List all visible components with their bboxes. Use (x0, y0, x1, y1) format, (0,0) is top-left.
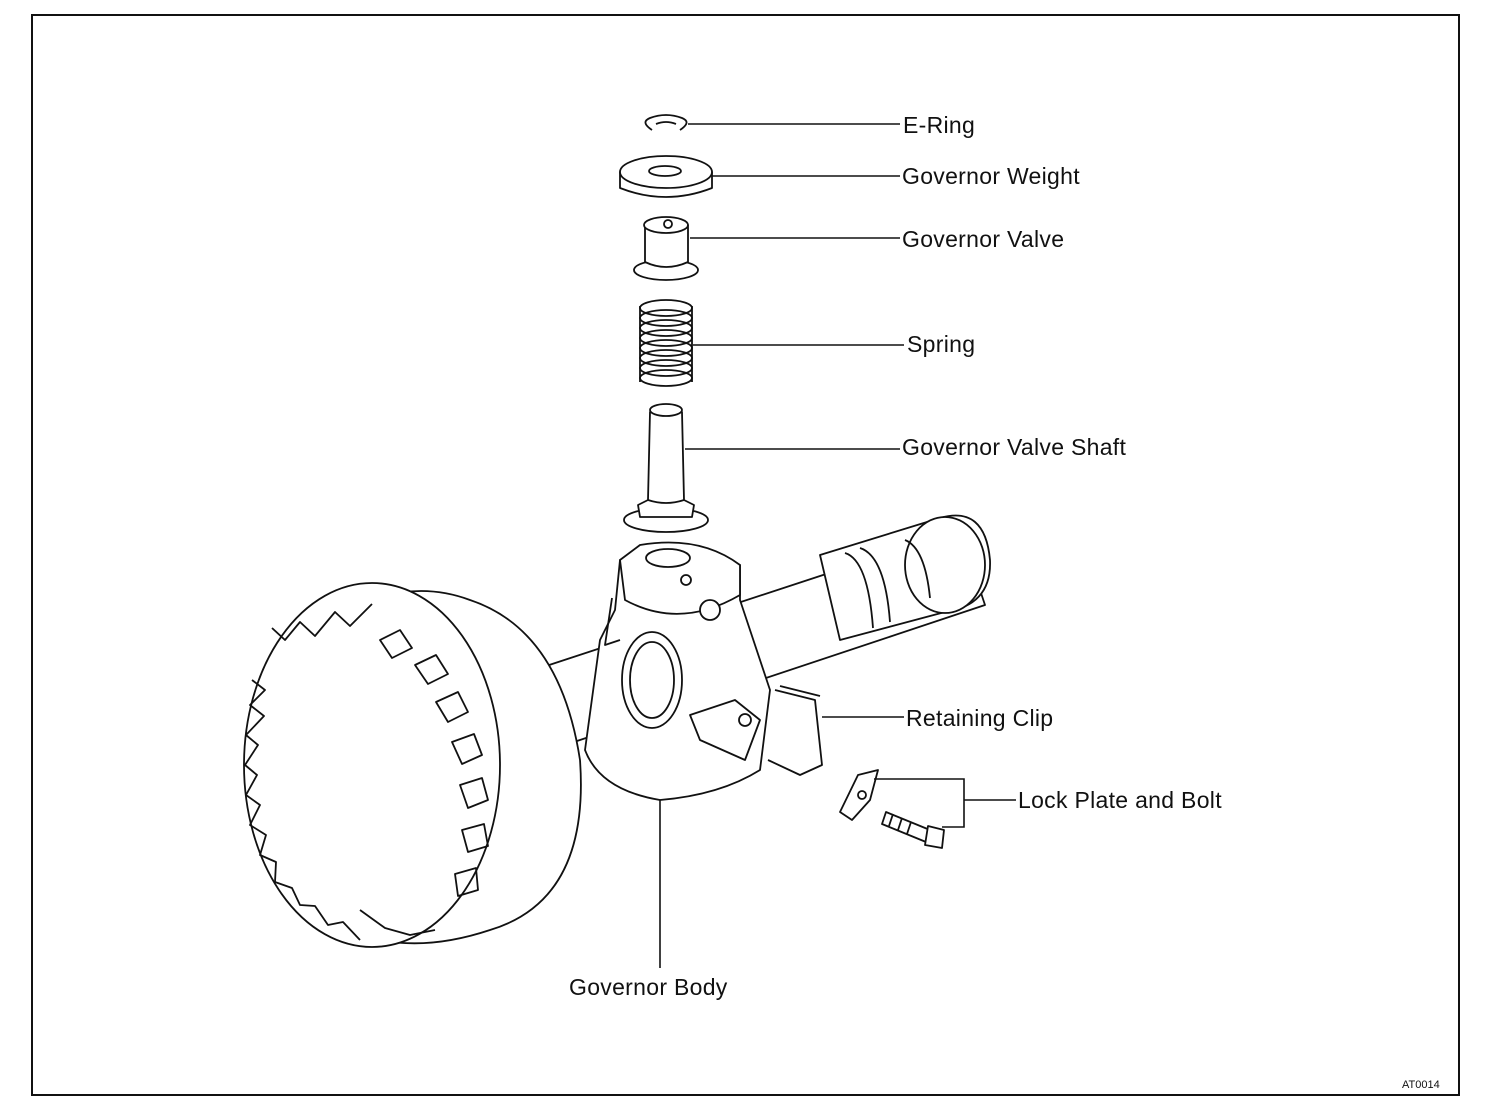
figure-frame (31, 14, 1460, 1096)
governor-valve-shaft (623, 403, 709, 533)
retaining-clip (767, 685, 823, 776)
splined-drum (243, 582, 582, 948)
governor-weight (619, 155, 713, 198)
label-governor-weight: Governor Weight (902, 163, 1080, 189)
label-governor-valve: Governor Valve (902, 226, 1065, 252)
leader-lines (659, 123, 1016, 968)
label-governor-body: Governor Body (569, 974, 728, 1000)
spring (639, 299, 693, 387)
label-e-ring: E-Ring (903, 112, 976, 138)
lock-plate (839, 769, 879, 821)
e-ring (644, 114, 688, 131)
label-lock-plate-and-bolt: Lock Plate and Bolt (1018, 787, 1222, 813)
bolt (881, 811, 945, 849)
governor-valve (633, 216, 699, 281)
label-spring: Spring (907, 331, 976, 357)
label-retaining-clip: Retaining Clip (906, 705, 1054, 731)
figure-code: AT0014 (1402, 1079, 1440, 1091)
label-governor-valve-shaft: Governor Valve Shaft (902, 434, 1127, 460)
governor-body (584, 541, 771, 801)
